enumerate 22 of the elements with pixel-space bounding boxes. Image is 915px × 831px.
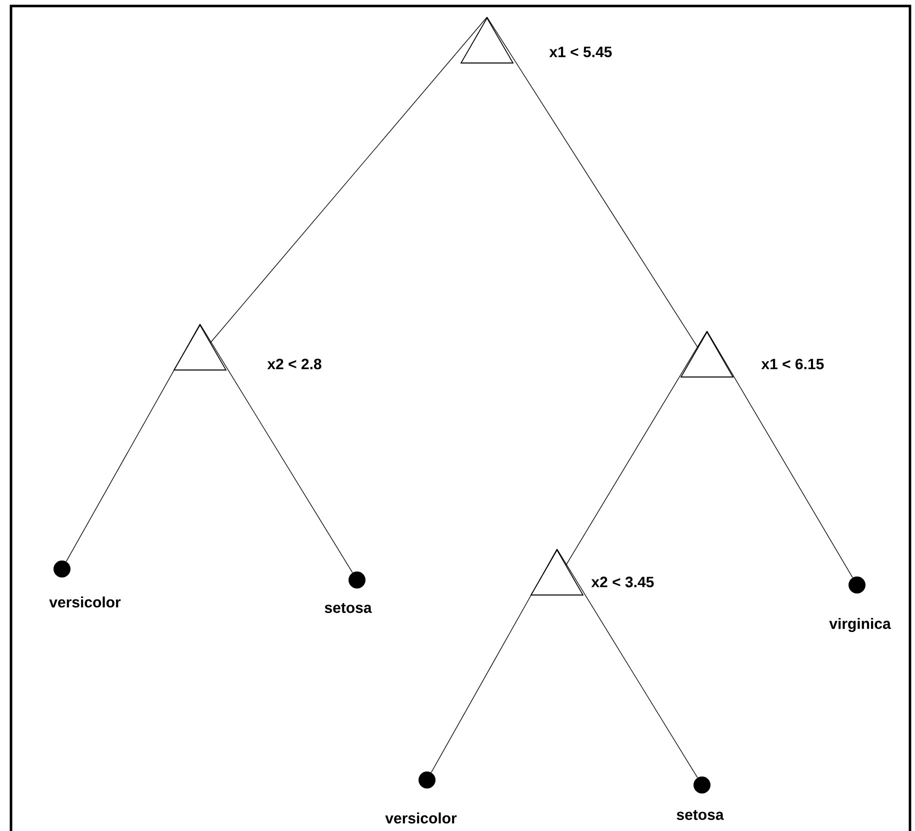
split-label: virginica	[829, 618, 891, 632]
split-label: x2 < 2.8	[267, 358, 322, 370]
leaf-dot	[418, 772, 436, 788]
split-label: setosa	[324, 603, 372, 613]
split-label: setosa	[676, 810, 724, 820]
branch-line	[556, 548, 698, 778]
branch-line	[566, 330, 708, 566]
leaf-dot	[348, 572, 366, 588]
branch-line	[200, 324, 353, 573]
leaf-dot	[54, 560, 70, 578]
branch-line	[210, 16, 488, 343]
leaf-dot	[848, 576, 866, 594]
split-label: x1 < 6.15	[761, 358, 824, 370]
split-label: versicolor	[385, 812, 457, 824]
leaf-dot	[694, 776, 710, 794]
branch-line	[66, 324, 200, 562]
split-label: x2 < 3.45	[591, 576, 654, 588]
split-label: versicolor	[49, 596, 121, 608]
branch-line	[706, 330, 853, 578]
branch-line	[430, 548, 558, 773]
split-label: x1 < 5.45	[549, 46, 612, 58]
branch-line	[486, 16, 698, 348]
